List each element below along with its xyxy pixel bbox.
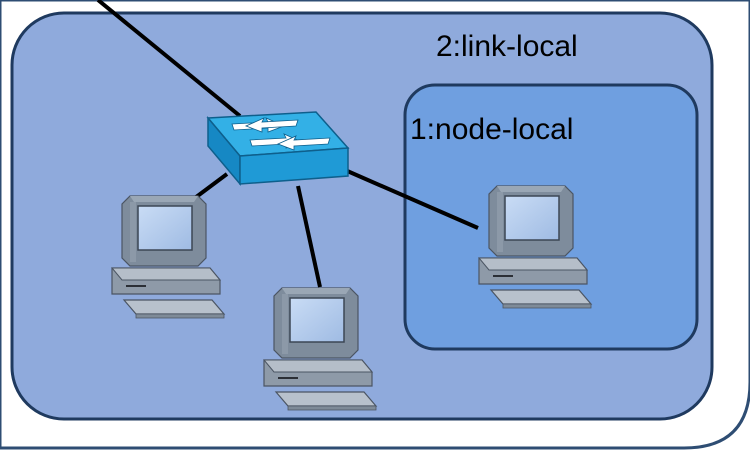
network-switch-icon — [206, 111, 350, 187]
link-local-label: 2:link-local — [436, 30, 578, 63]
node-local-label: 1:node-local — [410, 113, 574, 146]
cable-to-middle-computer — [296, 185, 322, 288]
cable-to-node-local-computer — [344, 168, 479, 230]
uplink-cable — [96, 0, 242, 118]
